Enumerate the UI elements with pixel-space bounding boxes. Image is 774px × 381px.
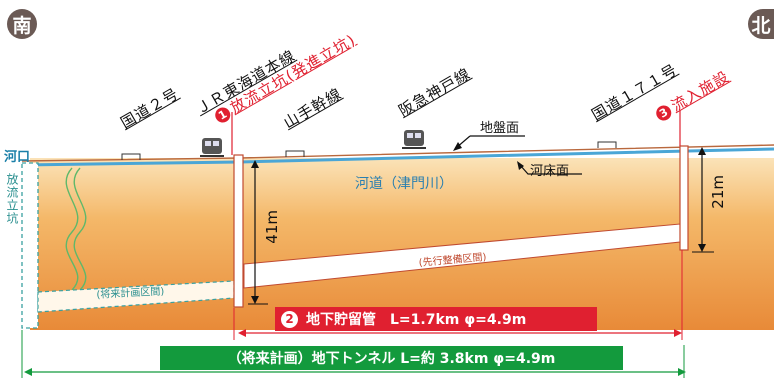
depth-21-label: 21m	[709, 175, 727, 209]
ground-line	[21, 144, 774, 162]
discharge-shaft-future	[21, 162, 39, 329]
north-badge: 北	[748, 9, 774, 39]
jr-train-icon	[200, 138, 224, 157]
depth-21-dimension	[692, 147, 714, 253]
estuary-label: 河口	[4, 150, 31, 165]
depth-41-label: 41m	[263, 210, 281, 244]
discharge-shaft-label: 放流立坑	[5, 173, 19, 225]
future-tunnel-bar: （将来計画）地下トンネル L=約 3.8km φ=4.9m	[160, 346, 623, 370]
shaft-1	[233, 154, 244, 308]
shaft-3	[679, 145, 689, 251]
riverbed-arrowhead	[517, 161, 524, 170]
hankyu-train-icon	[402, 130, 426, 149]
river-label: 河道（津門川）	[355, 176, 453, 192]
riverbed-label: 河床面	[530, 164, 570, 179]
road-yamate	[285, 150, 305, 157]
road-route2	[121, 153, 141, 160]
depth-41-dimension	[248, 160, 268, 305]
number-2-badge: 2	[281, 310, 298, 328]
road-route171	[597, 141, 617, 148]
future-tunnel-label: （将来計画）地下トンネル L=約 3.8km φ=4.9m	[227, 351, 556, 367]
storage-pipe-label: 地下貯留管 L=1.7km φ=4.9m	[306, 312, 527, 328]
south-badge: 南	[7, 9, 37, 39]
ground-label: 地盤面	[480, 121, 520, 136]
river-bed-line	[21, 147, 774, 167]
tunnel-length-arrow	[21, 330, 686, 378]
storage-pipe-bar: 2 地下貯留管 L=1.7km φ=4.9m	[275, 307, 597, 331]
pipe-length-arrow	[233, 250, 683, 340]
ground-arrowhead	[453, 142, 462, 151]
riverbed-arrow	[519, 164, 545, 175]
squiggle-line-a	[65, 167, 79, 291]
squiggle-line-b	[73, 167, 87, 291]
